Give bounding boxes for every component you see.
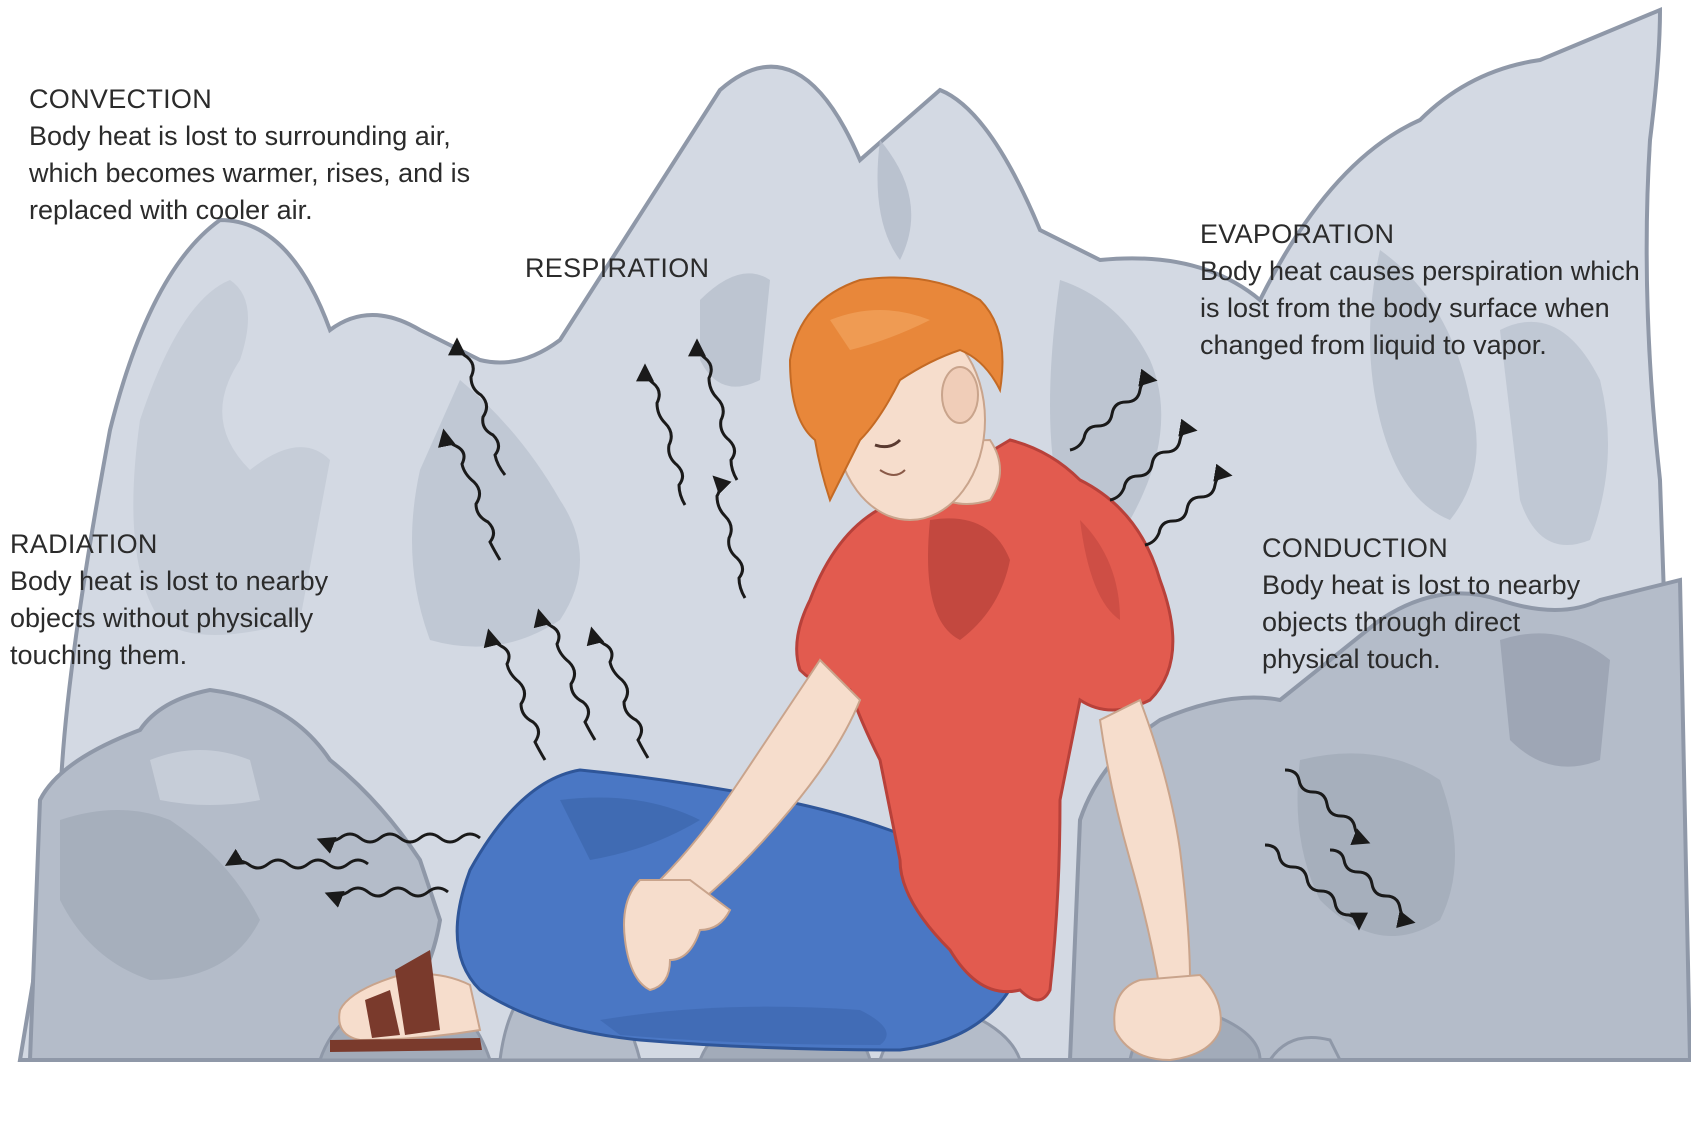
evaporation-label: EVAPORATION Body heat causes perspiratio… <box>1200 216 1640 364</box>
radiation-line-1: Body heat is lost to nearby <box>10 563 328 600</box>
respiration-label: RESPIRATION <box>525 250 709 287</box>
evaporation-line-3: changed from liquid to vapor. <box>1200 327 1640 364</box>
convection-heading: CONVECTION <box>29 81 470 118</box>
radiation-label: RADIATION Body heat is lost to nearby ob… <box>10 526 328 674</box>
conduction-line-2: objects through direct <box>1262 604 1580 641</box>
conduction-label: CONDUCTION Body heat is lost to nearby o… <box>1262 530 1580 678</box>
radiation-line-2: objects without physically <box>10 600 328 637</box>
evaporation-line-2: is lost from the body surface when <box>1200 290 1640 327</box>
evaporation-line-1: Body heat causes perspiration which <box>1200 253 1640 290</box>
conduction-line-1: Body heat is lost to nearby <box>1262 567 1580 604</box>
respiration-heading: RESPIRATION <box>525 250 709 287</box>
convection-line-1: Body heat is lost to surrounding air, <box>29 118 470 155</box>
convection-line-3: replaced with cooler air. <box>29 192 470 229</box>
radiation-heading: RADIATION <box>10 526 328 563</box>
sandal <box>330 1038 482 1052</box>
conduction-heading: CONDUCTION <box>1262 530 1580 567</box>
hand-right <box>1114 975 1221 1060</box>
evaporation-heading: EVAPORATION <box>1200 216 1640 253</box>
convection-label: CONVECTION Body heat is lost to surround… <box>29 81 470 229</box>
convection-line-2: which becomes warmer, rises, and is <box>29 155 470 192</box>
conduction-line-3: physical touch. <box>1262 641 1580 678</box>
radiation-line-3: touching them. <box>10 637 328 674</box>
